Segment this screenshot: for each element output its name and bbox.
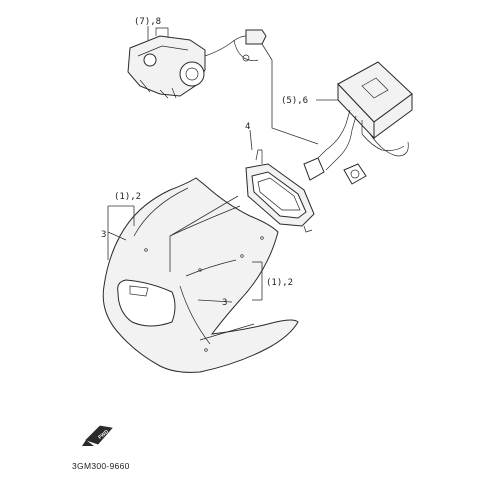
callout-headlight: 4 bbox=[245, 122, 250, 132]
callout-cowling-side-qty: (1),2 bbox=[266, 278, 293, 288]
control-unit-part bbox=[303, 61, 413, 185]
callout-cowling-top-num: 3 bbox=[101, 230, 106, 240]
headlight-part bbox=[245, 149, 315, 233]
switch-assembly-part bbox=[127, 27, 267, 99]
fwd-arrow-icon: FWD bbox=[82, 425, 113, 446]
callout-control-unit: (5),6 bbox=[281, 96, 308, 106]
leader-lines bbox=[107, 26, 338, 303]
cowling-part bbox=[102, 177, 299, 373]
diagram-code: 3GM300-9660 bbox=[72, 461, 130, 471]
callout-meter-cable: (7),8 bbox=[134, 17, 161, 27]
callout-cowling-top-qty: (1),2 bbox=[114, 192, 141, 202]
callout-cowling-side-num: 3 bbox=[222, 298, 227, 308]
